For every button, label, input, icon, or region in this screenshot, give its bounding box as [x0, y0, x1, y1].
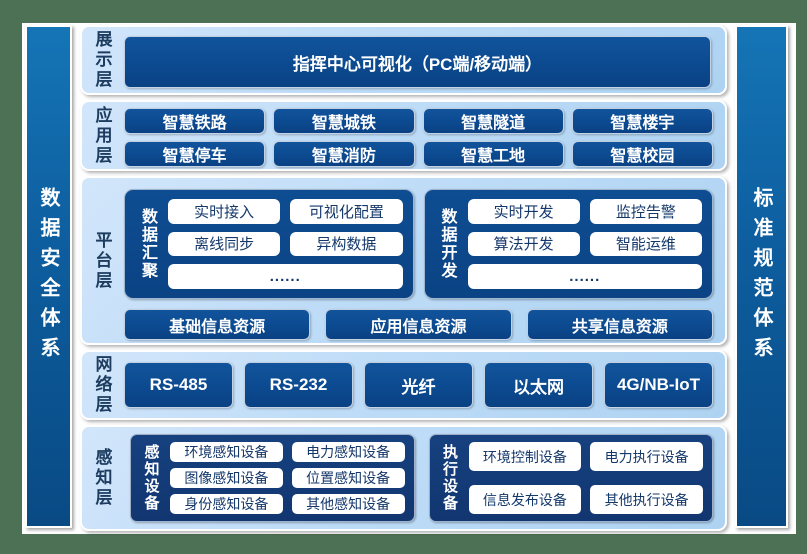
- app-box-smart-campus: 智慧校园: [571, 141, 713, 167]
- agg-box-ellipsis: ......: [168, 264, 403, 289]
- layer-content-platform: 数据汇聚 实时接入 可视化配置 离线同步 异构数据 ...... 数据开发 实时…: [122, 178, 725, 343]
- resource-box-app-info: 应用信息资源: [325, 309, 512, 340]
- app-box-smart-building: 智慧楼宇: [571, 108, 713, 134]
- platform-groups: 数据汇聚 实时接入 可视化配置 离线同步 异构数据 ...... 数据开发 实时…: [124, 189, 713, 299]
- data-aggregation-title: 数据汇聚: [139, 208, 156, 280]
- command-center-box: 指挥中心可视化（PC端/移动端）: [124, 36, 711, 88]
- data-security-pillar-label: 数据安全体系: [37, 186, 59, 367]
- app-box-smart-metro: 智慧城铁: [273, 108, 415, 134]
- exec-box-other-exec: 其他执行设备: [590, 485, 703, 514]
- layer-panel-platform: 平台层 数据汇聚 实时接入 可视化配置 离线同步 异构数据 ...... 数据开…: [80, 176, 727, 345]
- standards-pillar-label: 标准规范体系: [750, 186, 772, 367]
- layer-content-perception: 感知设备 环境感知设备 电力感知设备 图像感知设备 位置感知设备 身份感知设备 …: [122, 427, 725, 529]
- net-box-rs485: RS-485: [124, 362, 233, 408]
- layer-panel-display: 展示层 指挥中心可视化（PC端/移动端）: [80, 25, 727, 95]
- net-box-fiber: 光纤: [364, 362, 473, 408]
- layer-label-network: 网络层: [92, 355, 112, 415]
- net-box-4g-nbiot: 4G/NB-IoT: [604, 362, 713, 408]
- sense-box-power: 电力感知设备: [291, 442, 405, 462]
- dev-box-smart-ops: 智能运维: [589, 231, 702, 257]
- app-box-smart-railway: 智慧铁路: [124, 108, 266, 134]
- execution-devices-grid: 环境控制设备 电力执行设备 信息发布设备 其他执行设备: [468, 442, 703, 514]
- layer-panel-network: 网络层 RS-485 RS-232 光纤 以太网 4G/NB-IoT: [80, 350, 727, 420]
- data-security-pillar: 数据安全体系: [25, 25, 72, 528]
- sense-box-environment: 环境感知设备: [170, 442, 283, 462]
- agg-box-offline-sync: 离线同步: [168, 231, 281, 257]
- data-development-title: 数据开发: [438, 208, 456, 280]
- dev-box-ellipsis: ......: [467, 264, 702, 289]
- perception-groups: 感知设备 环境感知设备 电力感知设备 图像感知设备 位置感知设备 身份感知设备 …: [130, 434, 713, 522]
- layer-content-application: 智慧铁路 智慧城铁 智慧隧道 智慧楼宇 智慧停车 智慧消防 智慧工地 智慧校园: [122, 102, 725, 169]
- exec-box-power-exec: 电力执行设备: [590, 442, 703, 471]
- sensing-devices-title: 感知设备: [142, 444, 160, 512]
- resource-row: 基础信息资源 应用信息资源 共享信息资源: [124, 309, 713, 340]
- application-grid: 智慧铁路 智慧城铁 智慧隧道 智慧楼宇 智慧停车 智慧消防 智慧工地 智慧校园: [124, 108, 713, 167]
- execution-devices-title: 执行设备: [441, 444, 458, 512]
- exec-box-env-control: 环境控制设备: [468, 442, 582, 471]
- data-aggregation-grid: 实时接入 可视化配置 离线同步 异构数据 ......: [168, 199, 403, 289]
- agg-box-realtime-access: 实时接入: [168, 199, 281, 224]
- agg-box-heterogeneous: 异构数据: [290, 231, 403, 257]
- sensing-devices-grid: 环境感知设备 电力感知设备 图像感知设备 位置感知设备 身份感知设备 其他感知设…: [170, 442, 405, 514]
- network-row: RS-485 RS-232 光纤 以太网 4G/NB-IoT: [124, 362, 713, 408]
- app-box-smart-fire: 智慧消防: [273, 141, 415, 167]
- resource-box-shared-info: 共享信息资源: [526, 309, 713, 340]
- sensing-devices-group: 感知设备 环境感知设备 电力感知设备 图像感知设备 位置感知设备 身份感知设备 …: [130, 434, 415, 522]
- data-development-grid: 实时开发 监控告警 算法开发 智能运维 ......: [467, 199, 702, 289]
- app-box-smart-site: 智慧工地: [422, 141, 564, 167]
- layer-content-display: 指挥中心可视化（PC端/移动端）: [122, 27, 725, 93]
- net-box-ethernet: 以太网: [484, 362, 593, 408]
- layer-label-perception: 感知层: [92, 448, 112, 508]
- layer-label-platform: 平台层: [92, 230, 112, 291]
- agg-box-visual-config: 可视化配置: [290, 199, 403, 224]
- execution-devices-group: 执行设备 环境控制设备 电力执行设备 信息发布设备 其他执行设备: [428, 434, 713, 522]
- dev-box-monitor-alert: 监控告警: [589, 199, 702, 224]
- data-aggregation-group: 数据汇聚 实时接入 可视化配置 离线同步 异构数据 ......: [124, 189, 414, 299]
- sense-box-location: 位置感知设备: [291, 468, 405, 488]
- layer-label-display: 展示层: [92, 30, 112, 90]
- sense-box-image: 图像感知设备: [170, 468, 283, 488]
- dev-box-realtime-dev: 实时开发: [467, 199, 580, 224]
- standards-pillar: 标准规范体系: [735, 25, 788, 528]
- data-development-group: 数据开发 实时开发 监控告警 算法开发 智能运维 ......: [423, 189, 713, 299]
- app-box-smart-parking: 智慧停车: [124, 141, 266, 167]
- layer-panel-perception: 感知层 感知设备 环境感知设备 电力感知设备 图像感知设备 位置感知设备 身份感…: [80, 425, 727, 531]
- layer-label-application: 应用层: [92, 105, 112, 166]
- dev-box-algorithm-dev: 算法开发: [467, 231, 580, 257]
- layer-panel-application: 应用层 智慧铁路 智慧城铁 智慧隧道 智慧楼宇 智慧停车 智慧消防 智慧工地 智…: [80, 100, 727, 171]
- diagram-canvas: 数据安全体系 标准规范体系 展示层 指挥中心可视化（PC端/移动端） 应用层 智…: [22, 23, 796, 534]
- exec-box-info-publish: 信息发布设备: [468, 485, 582, 514]
- app-box-smart-tunnel: 智慧隧道: [422, 108, 564, 134]
- layer-content-network: RS-485 RS-232 光纤 以太网 4G/NB-IoT: [122, 352, 725, 418]
- resource-box-basic-info: 基础信息资源: [124, 309, 311, 340]
- net-box-rs232: RS-232: [244, 362, 353, 408]
- sense-box-identity: 身份感知设备: [170, 494, 283, 514]
- sense-box-other: 其他感知设备: [291, 494, 405, 514]
